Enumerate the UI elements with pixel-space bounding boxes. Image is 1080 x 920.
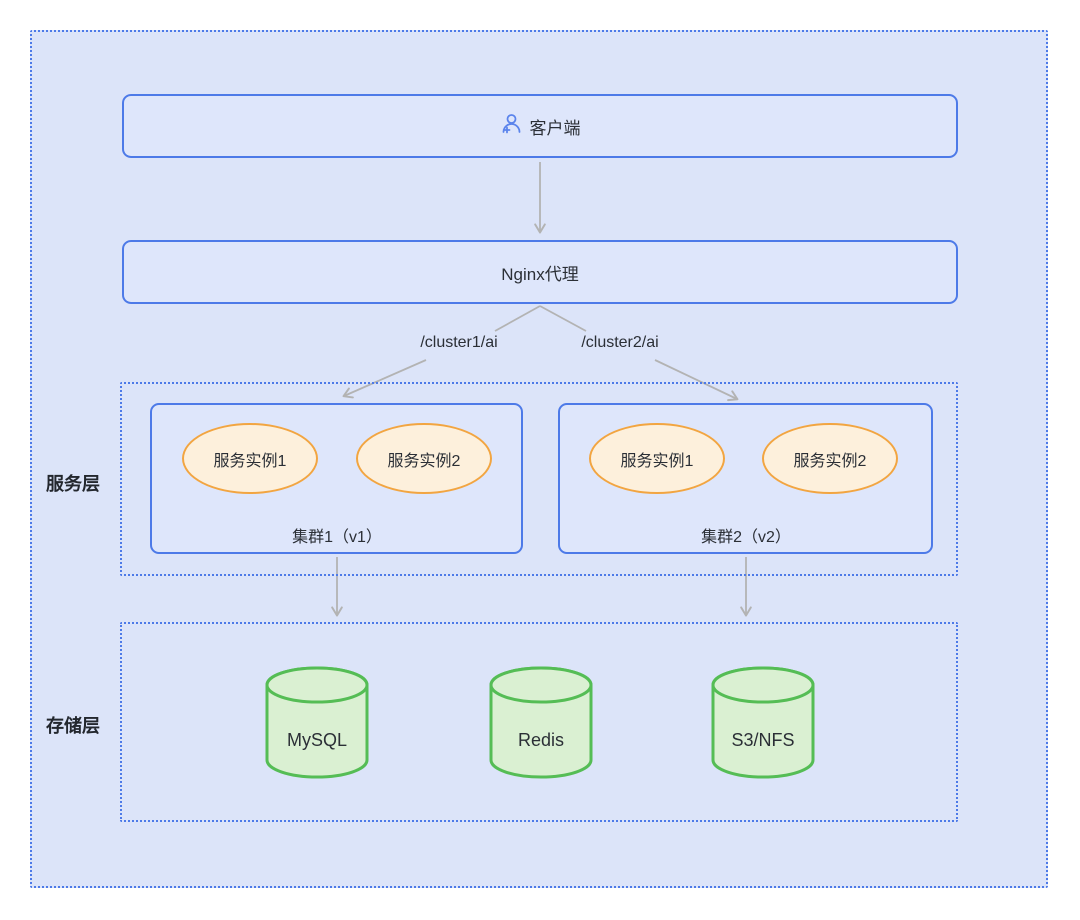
cluster1-label: 集群1（v1）: [292, 529, 382, 546]
cluster1-instance2-label: 服务实例2: [387, 452, 461, 470]
cluster2-label: 集群2（v2）: [701, 529, 791, 546]
service-layer-box: [120, 382, 958, 576]
cluster2-instance2-ellipse: 服务实例2: [762, 423, 898, 494]
user-icon: [500, 113, 522, 140]
s3-nfs-storage-cylinder: S3/NFS: [711, 666, 815, 780]
s3-nfs-label: S3/NFS: [731, 730, 795, 750]
mysql-database-cylinder: MySQL: [265, 666, 369, 780]
route-label-cluster1: /cluster1/ai: [420, 334, 498, 351]
service-layer-label: 服务层: [46, 474, 100, 494]
storage-layer-label: 存储层: [46, 716, 100, 736]
redis-label: Redis: [517, 730, 565, 750]
client-label: 客户端: [529, 118, 581, 138]
route-label-cluster2: /cluster2/ai: [581, 334, 659, 351]
cluster2-instance2-label: 服务实例2: [793, 452, 867, 470]
redis-database-cylinder: Redis: [489, 666, 593, 780]
storage-layer-box: [120, 622, 958, 822]
cluster1-instance2-ellipse: 服务实例2: [356, 423, 492, 494]
mysql-label: MySQL: [286, 730, 347, 750]
cluster2-instance1-label: 服务实例1: [620, 452, 694, 470]
nginx-label: Nginx代理: [501, 264, 579, 284]
client-node: 客户端: [122, 94, 958, 158]
cluster2-instance1-ellipse: 服务实例1: [589, 423, 725, 494]
cluster1-instance1-ellipse: 服务实例1: [182, 423, 318, 494]
nginx-node: Nginx代理: [122, 240, 958, 304]
cluster1-instance1-label: 服务实例1: [213, 452, 287, 470]
